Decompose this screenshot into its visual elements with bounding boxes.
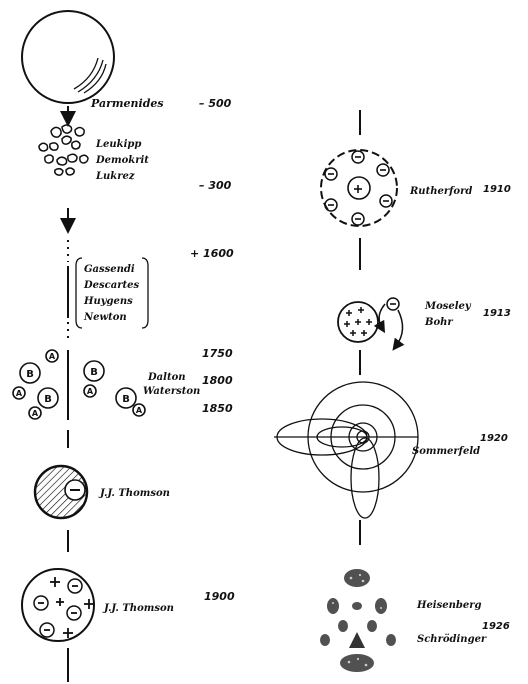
sommerfeld-label: Sommerfeld	[412, 446, 480, 457]
rutherford-year: 1910	[483, 184, 511, 195]
parmenides-year: – 500	[199, 97, 232, 110]
bohr-name-1: Moseley	[424, 301, 472, 312]
atom-letter-a: A	[32, 409, 39, 418]
mechanist-name-2: Descartes	[83, 280, 139, 291]
thomson-label-2: J.J. Thomson	[102, 603, 174, 614]
atom-letter-a: A	[87, 387, 94, 396]
atom-letter-a: A	[49, 352, 56, 361]
atom-letter-b: B	[122, 394, 130, 405]
atomist-particles	[39, 125, 88, 175]
parmenides-label: Parmenides	[90, 97, 164, 110]
atom-letter-a: A	[136, 406, 143, 415]
quantum-name-2: Schrödinger	[417, 634, 487, 645]
rutherford-label: Rutherford	[409, 186, 472, 197]
thomson-label-1: J.J. Thomson	[98, 488, 170, 499]
mechanist-name-1: Gassendi	[84, 264, 135, 275]
atom-letter-a: A	[16, 389, 23, 398]
bohr-atom	[338, 298, 403, 346]
atom-letter-b: B	[26, 369, 34, 380]
mechanist-name-3: Huygens	[83, 296, 133, 307]
mechanists-year: + 1600	[190, 247, 234, 260]
atom-letter-b: B	[44, 394, 52, 405]
chemist-name-1: Dalton	[147, 372, 186, 383]
atomist-name-2: Demokrit	[95, 155, 149, 166]
chemists-year-3: 1850	[202, 402, 233, 415]
chemist-name-2: Waterston	[143, 386, 200, 397]
bohr-year: 1913	[483, 308, 511, 319]
sommerfeld-year: 1920	[480, 433, 508, 444]
atomist-name-3: Lukrez	[95, 171, 135, 182]
thomson-year: 1900	[204, 590, 235, 603]
parmenides-sphere	[22, 11, 114, 103]
atomist-year: – 300	[199, 179, 232, 192]
quantum-orbital-cloud	[320, 569, 396, 672]
atom-letter-b: B	[90, 367, 98, 378]
bohr-name-2: Bohr	[424, 317, 453, 328]
chemists-year-1: 1750	[202, 347, 233, 360]
quantum-year: 1926	[482, 621, 510, 632]
chemists-year-2: 1800	[202, 374, 233, 387]
atomist-name-1: Leukipp	[95, 139, 141, 150]
thomson-hatched-atom	[35, 466, 87, 518]
quantum-name-1: Heisenberg	[416, 600, 482, 611]
mechanist-name-4: Newton	[83, 312, 127, 323]
rutherford-atom	[321, 150, 397, 226]
thomson-plum-pudding-atom	[22, 569, 94, 641]
sommerfeld-atom	[274, 382, 418, 518]
